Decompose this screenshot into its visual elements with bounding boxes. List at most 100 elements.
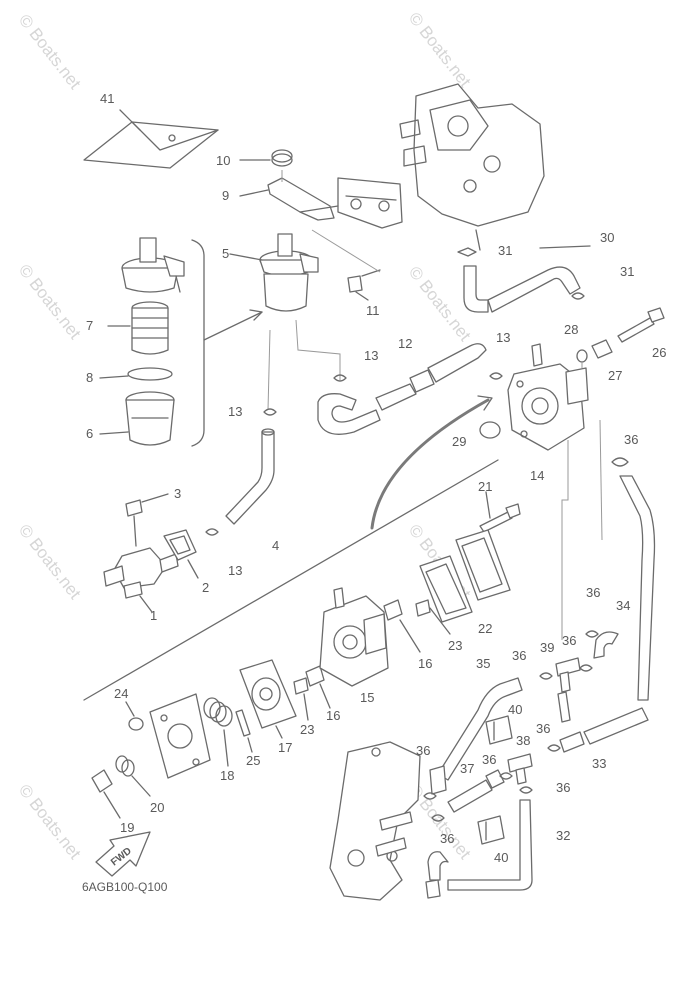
part-label-36c: 36 [562,633,576,648]
part-label-13d: 13 [228,563,242,578]
part-12-hose [317,343,487,435]
part-label-9: 9 [222,188,229,203]
part-30-hose [463,245,591,313]
part-16-valves [305,599,421,709]
part-label-2: 2 [202,580,209,595]
part-label-38: 38 [516,733,530,748]
part-label-12: 12 [398,336,412,351]
pump-cover [149,693,211,779]
part-label-36g: 36 [482,752,496,767]
assembly-arrow [370,395,493,530]
part-label-36a: 36 [624,432,638,447]
watermark: © Boats.net [15,11,85,93]
part-26-bolt [617,307,665,343]
part-label-36i: 36 [440,831,454,846]
part-label-27: 27 [608,368,622,383]
part-label-13b: 13 [228,404,242,419]
watermark: © Boats.net [15,781,85,863]
part-label-36e: 36 [536,721,550,736]
part-3-bolt [125,493,169,547]
part-label-20: 20 [150,800,164,815]
part-label-23b: 23 [300,722,314,737]
carburetor [299,83,545,251]
part-2-gasket [163,529,199,579]
part-17-diaphragm [239,659,297,739]
part-31-clip-top [457,247,477,257]
part-13-clips [205,372,503,536]
part-label-39: 39 [540,640,554,655]
part-label-1: 1 [150,608,157,623]
part-label-29: 29 [452,434,466,449]
part-6-cup [99,391,175,446]
part-34-hose [593,631,619,659]
part-7-filter-element [107,301,169,355]
part-label-21: 21 [478,479,492,494]
part-39-tee [555,657,581,723]
part-1-fuel-joint [103,547,179,613]
part-label-26: 26 [652,345,666,360]
part-label-18: 18 [220,768,234,783]
part-22-gaskets [419,529,511,623]
part-label-15: 15 [360,690,374,705]
part-label-17: 17 [278,740,292,755]
part-28-washer [576,349,588,368]
part-label-31b: 31 [620,264,634,279]
part-label-23a: 23 [448,638,462,653]
part-11-screw [347,269,381,301]
part-25-pin [235,709,253,753]
part-label-7: 7 [86,318,93,333]
part-label-28: 28 [564,322,578,337]
part-23-screws [293,599,451,721]
part-label-6: 6 [86,426,93,441]
diagram-code: 6AGB100-Q100 [82,880,168,894]
dashed-right [561,419,603,640]
part-label-36d: 36 [512,648,526,663]
part-40-clip-lower [477,815,505,845]
part-10-nut [239,149,293,167]
part-35-hose [429,677,523,795]
part-label-19: 19 [120,820,134,835]
part-41-bag [83,109,219,169]
part-label-40b: 40 [494,850,508,865]
part-label-31a: 31 [498,243,512,258]
part-18-spring [203,697,233,767]
part-5-fuel-filter [229,233,319,312]
part-label-10: 10 [216,153,230,168]
part-33-hose [559,707,649,753]
part-21-bolt [479,491,521,533]
part-label-4: 4 [272,538,279,553]
part-24-nut [125,701,144,731]
part-label-36f: 36 [416,743,430,758]
part-label-32: 32 [556,828,570,843]
routing-lines [267,229,381,411]
part-40-clip-upper [485,715,513,745]
part-label-36b: 36 [586,585,600,600]
part-19-plunger [91,769,121,819]
part-label-16b: 16 [326,708,340,723]
part-15-pump-body [319,587,389,687]
filter-housing-exploded [121,237,185,293]
part-label-41: 41 [100,91,114,106]
part-32-hose [427,799,533,891]
part-label-5: 5 [222,246,229,261]
filter-bracket [191,239,263,447]
watermark: © Boats.net [15,521,85,603]
part-20-spring [115,755,151,797]
part-label-24: 24 [114,686,128,701]
part-label-37: 37 [460,761,474,776]
small-fittings [375,811,441,899]
part-label-25: 25 [246,753,260,768]
part-label-13c: 13 [496,330,510,345]
part-8-o-ring [99,367,173,381]
part-label-16a: 16 [418,656,432,671]
part-label-13a: 13 [364,348,378,363]
part-label-40a: 40 [508,702,522,717]
part-label-22: 22 [478,621,492,636]
part-38-tee [507,753,533,785]
part-36-clamp [611,457,629,467]
part-labels: 41 10 9 5 31 30 31 11 7 8 6 12 13 13 13 … [86,91,666,865]
part-31-clip-right [571,292,585,300]
part-36-clamps-lower [423,630,599,822]
part-label-36h: 36 [556,780,570,795]
